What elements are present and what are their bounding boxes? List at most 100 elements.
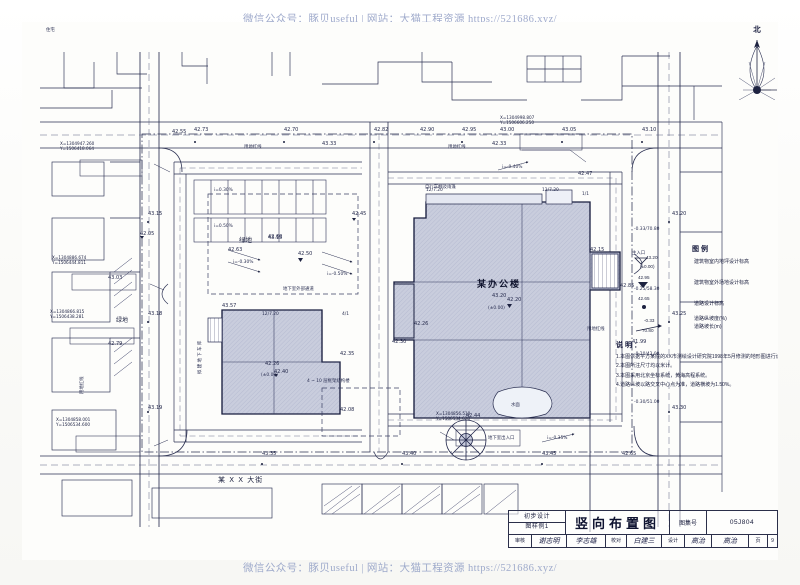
spot-elevation: 43.35 <box>262 451 277 457</box>
atlas-number-label: 图集号 <box>669 511 707 534</box>
green-area-1-elevation: 43.15 <box>268 235 283 241</box>
spot-elevation: 42.44 <box>466 413 481 419</box>
spot-elevation: 42.50 <box>298 251 313 257</box>
checker-name: 李志雄 <box>567 534 606 547</box>
spot-elevation: 43.20 <box>672 211 687 217</box>
label-green-area-1: 绿地 <box>239 236 252 244</box>
spot-elevation: 42.85 <box>620 283 635 289</box>
label-red-line-4: 用地红线 <box>587 327 605 332</box>
coord-y: Y=1506534.600 <box>56 422 91 428</box>
coord-x: X=1304858.001 <box>56 417 91 422</box>
spot-elevation: 42.65 <box>622 451 637 457</box>
notes-block: 说明： 1.本图依据平方某院的XX市测绘设计研究院1998年5月修测的地形图进行… <box>616 340 778 390</box>
spot-elevation: 42.20 <box>507 297 522 303</box>
slope-label: -0.33/70.80 <box>634 227 660 232</box>
label-canopy: 自行车棚及雨篷 <box>425 185 456 190</box>
spot-elevation: 43.03 <box>108 275 123 281</box>
legend-text-slope: 道路纵坡度(%) 道路坡长(m) <box>694 316 727 331</box>
spot-elevation: 42.79 <box>108 341 123 347</box>
slope-label: i=-0.30% <box>233 260 254 265</box>
west-building-elevation: 42.26 <box>265 361 280 367</box>
title-block-upper: 初步设计 图样例1 竖向布置图 图集号 05J804 <box>509 511 777 535</box>
label-red-line-1: 用地红线 <box>244 145 262 150</box>
approver-name: 谢志明 <box>532 534 567 547</box>
spot-elevation: 41.99 <box>632 339 647 345</box>
section-mark: 1/1 <box>582 192 590 197</box>
spot-elevation: 43.40 <box>402 451 417 457</box>
label-sub-note-2: 地下室出入口 <box>488 436 515 441</box>
site-plan-vector <box>22 22 778 560</box>
main-building-elevation: 43.20 <box>492 293 507 299</box>
designer-name: 高治 <box>685 534 712 547</box>
section-mark: 12/7.20 <box>262 312 279 317</box>
spot-elevation: 42.35 <box>340 351 355 357</box>
note-item: 2.本图所注尺寸均以米计。 <box>616 363 676 370</box>
label-garage-note: 拟 建 地 下 车 库 <box>198 340 203 374</box>
section-mark: 12/7.20 <box>426 188 443 193</box>
label-main-entry: 主入口 <box>632 251 646 256</box>
coord-x: X=1304886.674 <box>52 255 87 260</box>
slope-label: i=0.30% <box>214 188 233 193</box>
coord-y: Y=1506418.064 <box>60 146 95 152</box>
spot-elevation: 42.47 <box>578 171 593 177</box>
spot-elevation: 42.55 <box>172 129 187 135</box>
legend-row: -0.33 70.80 道路纵坡度(%) 道路坡长(m) <box>634 316 778 341</box>
spot-elevation: 43.19 <box>148 405 163 411</box>
drawing-title: 竖向布置图 <box>574 515 660 531</box>
site-plan-drawing: 住宅 某办公楼 43.20 (±0.00) 42.26 (±0.00) 绿地 4… <box>22 22 778 560</box>
spot-elevation: 42.33 <box>492 141 507 147</box>
note-item: 4.道路纵坡以路交叉中心点为准，道路横坡为1.50%。 <box>616 381 735 388</box>
legend-row: 42.65 道路设计标高 <box>634 296 778 317</box>
spot-elevation: 42.73 <box>194 127 209 133</box>
slope-label: i=-0.50% <box>327 272 348 277</box>
spot-elevation: 42.26 <box>414 321 429 327</box>
legend-text: 建筑物室内地坪设计标高 <box>694 259 750 265</box>
coord-y: Y=1506534.620 <box>436 416 471 422</box>
legend-symbol-outdoor-level: 42.95 <box>634 275 690 295</box>
spot-elevation: 42.63 <box>228 247 243 253</box>
spot-elevation: 43.45 <box>542 451 557 457</box>
legend-text: 道路设计标高 <box>694 301 725 307</box>
legend-row: 42.95 建筑物室外场地设计标高 <box>634 275 778 296</box>
legend-symbol-indoor-level: 43.20 (±0.00) <box>634 254 690 274</box>
spot-elevation: 43.18 <box>148 311 163 317</box>
main-building-relative-level: (±0.00) <box>488 306 505 311</box>
label-red-line-3: 用地红线 <box>80 376 85 394</box>
coord-box-southwest: X=1304866.815 Y=1506438.281 <box>50 309 84 320</box>
coord-box-northwest: X=1304947.260 Y=1506418.064 <box>60 141 94 152</box>
approver-label: 审核 <box>509 534 532 547</box>
legend-text-line2: 道路坡长(m) <box>694 323 722 330</box>
legend-text-line1: 道路纵坡度(%) <box>694 316 727 322</box>
slope-label: i=-0.35% <box>547 436 568 441</box>
spot-elevation: 43.00 <box>500 127 515 133</box>
coord-x: X=1304998.807 <box>500 115 535 120</box>
spot-elevation: 43.15 <box>148 211 163 217</box>
spot-elevation: 43.57 <box>222 303 237 309</box>
page-label: 页 <box>749 534 768 547</box>
legend-row: 43.20 (±0.00) 建筑物室内地坪设计标高 <box>634 254 778 275</box>
designer-label: 设计 <box>662 534 685 547</box>
coord-x: X=1304866.815 <box>50 309 85 314</box>
spot-elevation: 42.08 <box>340 407 355 413</box>
watermark-top: 微信公众号：豚贝useful | 网站：大猫工程资源 https://52168… <box>243 14 557 25</box>
spot-elevation: 43.33 <box>322 141 337 147</box>
coord-box-plaza: X=1304858.001 Y=1506534.600 <box>56 417 90 428</box>
legend-block: 图例 43.20 (±0.00) 建筑物室内地坪设计标高 42.95 <box>634 244 778 341</box>
section-mark: 12/7.20 <box>542 188 559 193</box>
spot-elevation: 42.70 <box>284 127 299 133</box>
title-block: 初步设计 图样例1 竖向布置图 图集号 05J804 审核 谢志明 李志雄 校对… <box>508 510 778 548</box>
notes-title: 说明： <box>616 342 643 349</box>
label-south-street: 某 X X 大街 <box>218 476 264 484</box>
spot-elevation: 43.30 <box>672 405 687 411</box>
coord-box-south: X=1304856.510 Y=1506534.620 <box>436 411 470 422</box>
legend-symbol-slope: -0.33 70.80 <box>634 317 690 337</box>
title-block-lower: 审核 谢志明 李志雄 校对 白建三 设计 高治 高治 页 9 <box>509 534 777 547</box>
compass-rose-icon <box>738 40 777 100</box>
slope-label: -0.25/58.30 <box>634 287 660 292</box>
coord-x: X=1304947.260 <box>60 141 95 146</box>
label-red-line-2: 用地红线 <box>448 145 466 150</box>
coord-y: Y=1506606.250 <box>500 120 535 126</box>
legend-symbol-road-level: 42.65 <box>634 296 690 316</box>
signature-cell: 高治 <box>712 534 749 547</box>
